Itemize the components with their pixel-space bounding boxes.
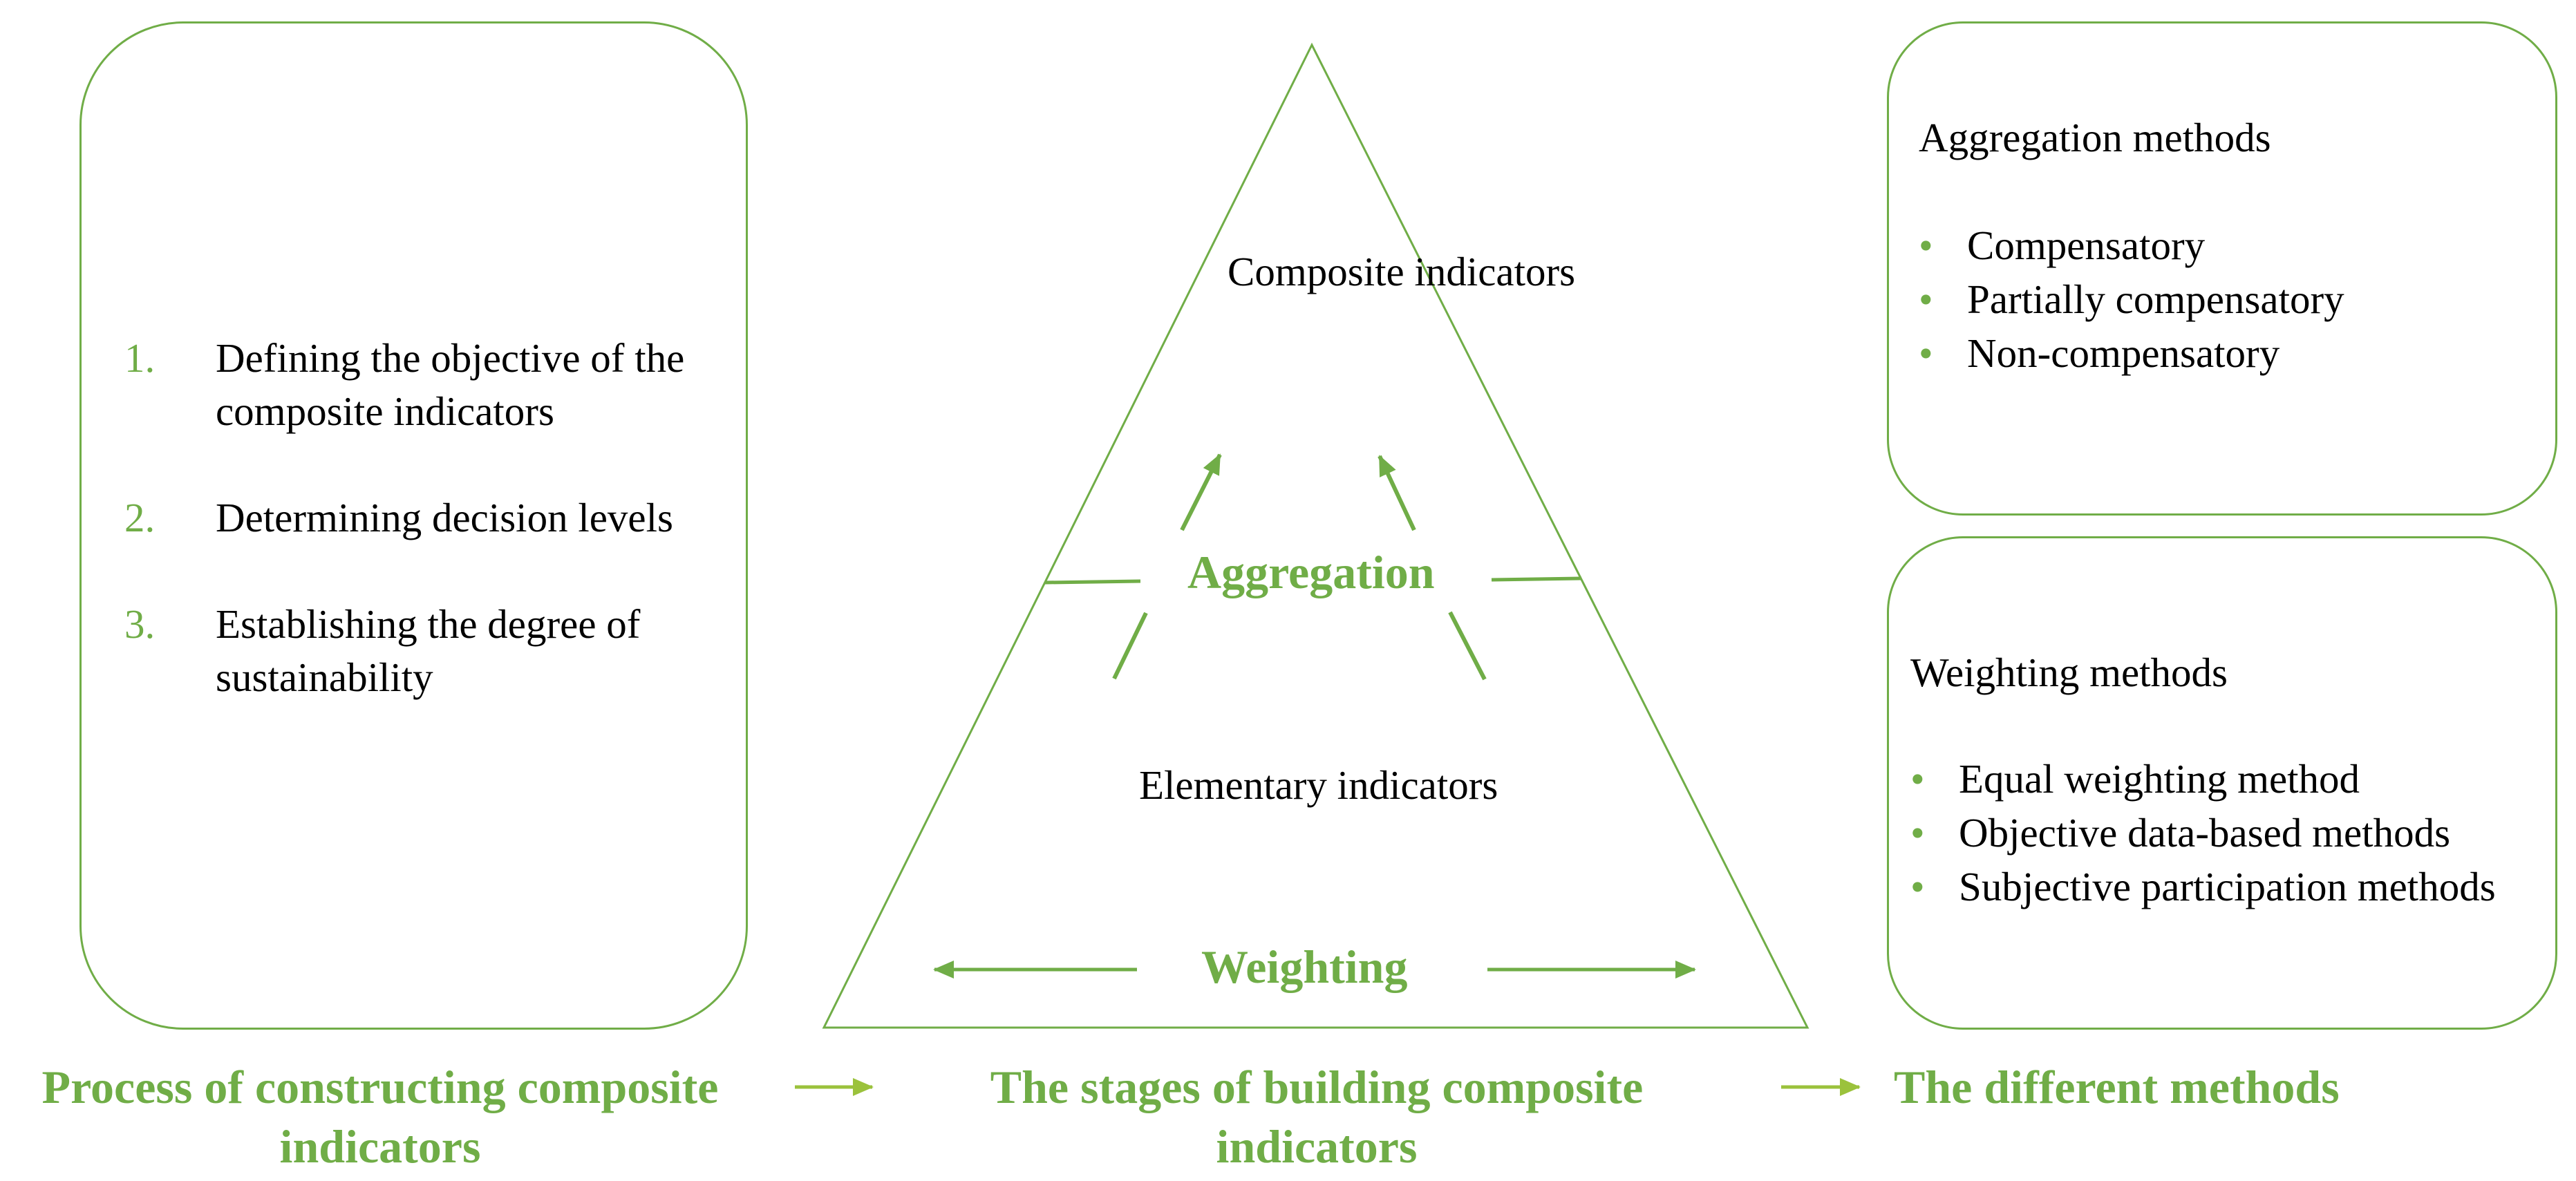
step-number: 1.	[124, 335, 156, 381]
aggregation-arrow-right	[1378, 455, 1416, 531]
aggregation-label: Aggregation	[1187, 546, 1435, 598]
step-number: 3.	[124, 601, 156, 647]
bullet-icon: •	[1919, 223, 1933, 268]
process-steps-box	[79, 21, 748, 1030]
bullet-icon: •	[1919, 276, 1933, 322]
process-step: 1. Defining the objective of the composi…	[124, 332, 746, 438]
weighting-methods-box	[1887, 536, 2557, 1030]
bullet-icon: •	[1910, 756, 1925, 802]
step-text: Defining the objective of the composite …	[216, 335, 685, 434]
step-text: Determining decision levels	[216, 495, 673, 540]
weighting-method-item: •Objective data-based methods	[1910, 806, 2496, 860]
weighting-method-item: •Subjective participation methods	[1910, 860, 2496, 914]
weighting-methods-title: Weighting methods	[1910, 650, 2228, 695]
aggregation-methods-title: Aggregation methods	[1919, 115, 2271, 160]
weighting-method-item: •Equal weighting method	[1910, 752, 2496, 806]
aggregation-connector-left	[1112, 612, 1148, 680]
process-step: 2. Determining decision levels	[124, 491, 746, 545]
bullet-icon: •	[1910, 864, 1925, 909]
bullet-icon: •	[1910, 810, 1925, 856]
aggregation-method-item: •Compensatory	[1919, 218, 2344, 272]
weighting-label: Weighting	[1201, 941, 1408, 993]
aggregation-method-item: •Non-compensatory	[1919, 326, 2344, 380]
aggregation-divider-left	[1044, 579, 1141, 585]
aggregation-arrow-left	[1180, 453, 1222, 531]
pyramid-triangle	[822, 42, 1809, 1029]
process-caption: Process of constructing composite indica…	[41, 1061, 719, 1173]
aggregation-connector-right	[1448, 611, 1487, 681]
stages-caption: The stages of building composite indicat…	[990, 1061, 1644, 1173]
weighting-methods-list: •Equal weighting method •Objective data-…	[1910, 752, 2496, 914]
methods-caption: The different methods	[1894, 1061, 2340, 1113]
aggregation-divider-right	[1491, 576, 1582, 582]
aggregation-method-item: •Partially compensatory	[1919, 272, 2344, 326]
step-number: 2.	[124, 495, 156, 540]
step-text: Establishing the degree of sustainabilit…	[216, 601, 641, 700]
composite-indicators-label: Composite indicators	[1228, 249, 1576, 294]
aggregation-methods-box	[1887, 21, 2557, 516]
aggregation-methods-list: •Compensatory •Partially compensatory •N…	[1919, 218, 2344, 380]
elementary-indicators-label: Elementary indicators	[1139, 762, 1498, 808]
process-step: 3. Establishing the degree of sustainabi…	[124, 598, 746, 704]
process-steps-list: 1. Defining the objective of the composi…	[124, 332, 746, 757]
bullet-icon: •	[1919, 330, 1933, 376]
